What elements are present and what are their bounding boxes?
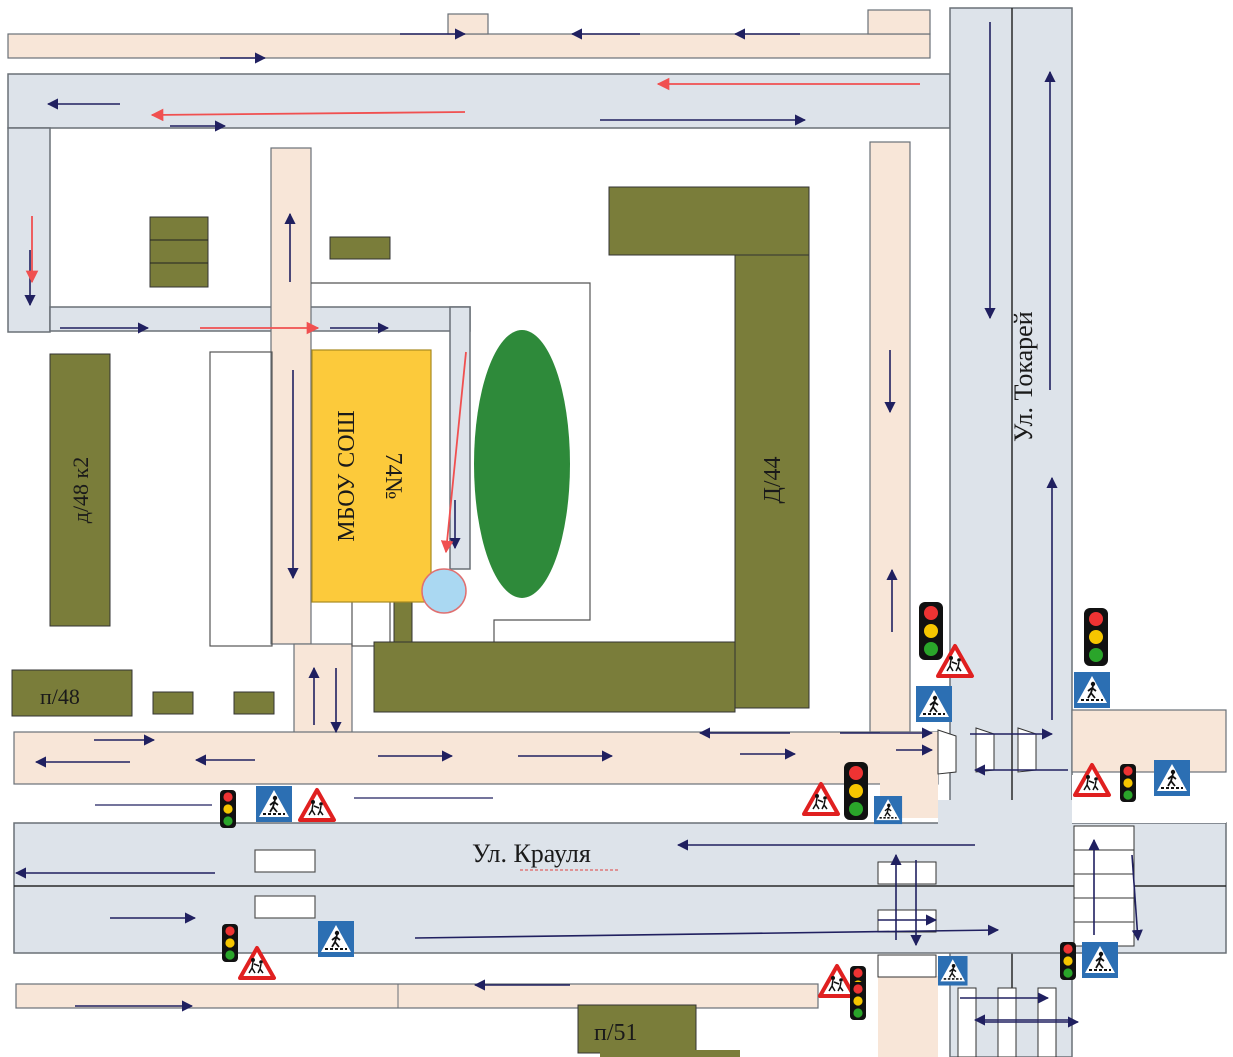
garage-block bbox=[149, 216, 209, 288]
children-warning-sign-icon bbox=[818, 964, 856, 998]
street-label-kraulya: Ул. Крауля bbox=[472, 839, 591, 868]
building-label-p48: п/48 bbox=[40, 684, 80, 709]
building-d44-side bbox=[734, 254, 810, 709]
green-area bbox=[474, 330, 570, 598]
building-d44-bottom bbox=[373, 641, 736, 713]
building-label-p51: п/51 bbox=[594, 1020, 638, 1046]
traffic-light-icon bbox=[1084, 608, 1108, 666]
pedestrian-crossing-sign-icon bbox=[1153, 759, 1191, 797]
service-road-top bbox=[7, 73, 951, 129]
building-p48 bbox=[11, 669, 133, 717]
traffic-light-icon bbox=[1060, 942, 1076, 980]
traffic-light-icon bbox=[850, 982, 866, 1020]
kraulya-street-road bbox=[13, 822, 1227, 954]
traffic-light-icon bbox=[919, 602, 943, 660]
buildings bbox=[11, 186, 810, 1057]
service-road-left bbox=[7, 127, 51, 333]
pedestrian-crossing-sign-icon bbox=[1073, 671, 1111, 709]
pedestrian-crossing-sign-icon bbox=[255, 785, 293, 823]
small-building-1 bbox=[329, 236, 391, 260]
sidewalk-top bbox=[7, 33, 931, 59]
sidewalks bbox=[7, 9, 1227, 1057]
traffic-light-icon bbox=[1120, 764, 1136, 802]
sidewalk-east-corner bbox=[1071, 709, 1227, 773]
crosswalks bbox=[877, 727, 1135, 1057]
pedestrian-crossing-sign-icon bbox=[317, 920, 355, 958]
school-label-line2: 74№ bbox=[380, 453, 406, 500]
school-label-line1: МБОУ СОШ bbox=[334, 410, 360, 541]
small-building-3 bbox=[233, 691, 275, 715]
pedestrian-crossing-sign-icon bbox=[937, 955, 969, 987]
service-road-inner bbox=[49, 306, 471, 332]
building-d48k2 bbox=[49, 353, 111, 627]
school-building bbox=[311, 349, 432, 603]
direction-arrow-icon bbox=[414, 924, 1000, 939]
traffic-light-icon bbox=[844, 762, 868, 820]
traffic-light-icon bbox=[220, 790, 236, 828]
building-d44-top bbox=[608, 186, 810, 256]
pedestrian-route bbox=[25, 77, 920, 554]
roads bbox=[7, 7, 1227, 1057]
labels: Ул. Крауля Ул. Токарей МБОУ СОШ 74№ Д/44… bbox=[40, 311, 1038, 1046]
direction-arrow-icon bbox=[1131, 854, 1143, 942]
pedestrian-crossing-sign-icon bbox=[915, 685, 953, 723]
traffic-light-icon bbox=[222, 924, 238, 962]
service-road-to-school bbox=[449, 306, 471, 570]
sidewalk-kraulya-south bbox=[15, 983, 819, 1009]
street-label-tokarey: Ул. Токарей bbox=[1009, 311, 1038, 442]
building-label-d48k2: д/48 к2 bbox=[68, 457, 93, 524]
small-building-2 bbox=[152, 691, 194, 715]
pedestrian-crossing-sign-icon bbox=[1081, 941, 1119, 979]
pedestrian-crossing-sign-icon bbox=[873, 795, 903, 825]
sidewalk-kraulya-north bbox=[13, 731, 939, 785]
children-warning-sign-icon bbox=[298, 788, 336, 822]
building-label-d44: Д/44 bbox=[760, 456, 786, 503]
school-entrance-icon bbox=[421, 568, 467, 614]
sidewalk-school-vertical bbox=[270, 147, 312, 645]
direction-arrow-icon-group bbox=[14, 22, 1143, 1028]
lot-outlines bbox=[209, 282, 591, 919]
sidewalk-d44-vertical bbox=[869, 141, 911, 733]
children-warning-sign-icon bbox=[802, 782, 840, 816]
